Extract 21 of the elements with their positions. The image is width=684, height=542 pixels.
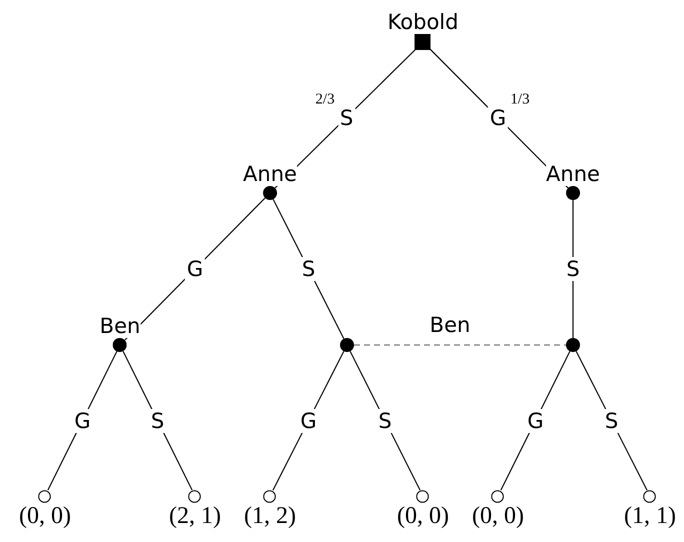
tree-branch <box>47 351 118 490</box>
tree-branch <box>122 351 193 490</box>
probability-label: 2/3 <box>315 92 335 108</box>
edge-label: S <box>338 106 356 130</box>
probability-label: 1/3 <box>510 92 530 108</box>
dashed-line <box>354 344 566 346</box>
tree-branch <box>272 199 344 339</box>
player-label: Anne <box>546 162 600 186</box>
edge-label: S <box>376 408 394 432</box>
edge-label: G <box>488 106 508 130</box>
edge-label: G <box>184 257 206 281</box>
tree-branch <box>576 350 648 490</box>
edge-label: S <box>300 257 318 281</box>
edge-label: S <box>148 408 166 432</box>
tree-branch <box>272 350 344 490</box>
tree-branch <box>572 200 574 338</box>
player-label: Anne <box>243 162 297 186</box>
tree-branch <box>350 351 421 490</box>
edge-label: Ben <box>428 313 472 337</box>
tree-branch <box>500 351 570 490</box>
edge-label: S <box>602 408 620 432</box>
